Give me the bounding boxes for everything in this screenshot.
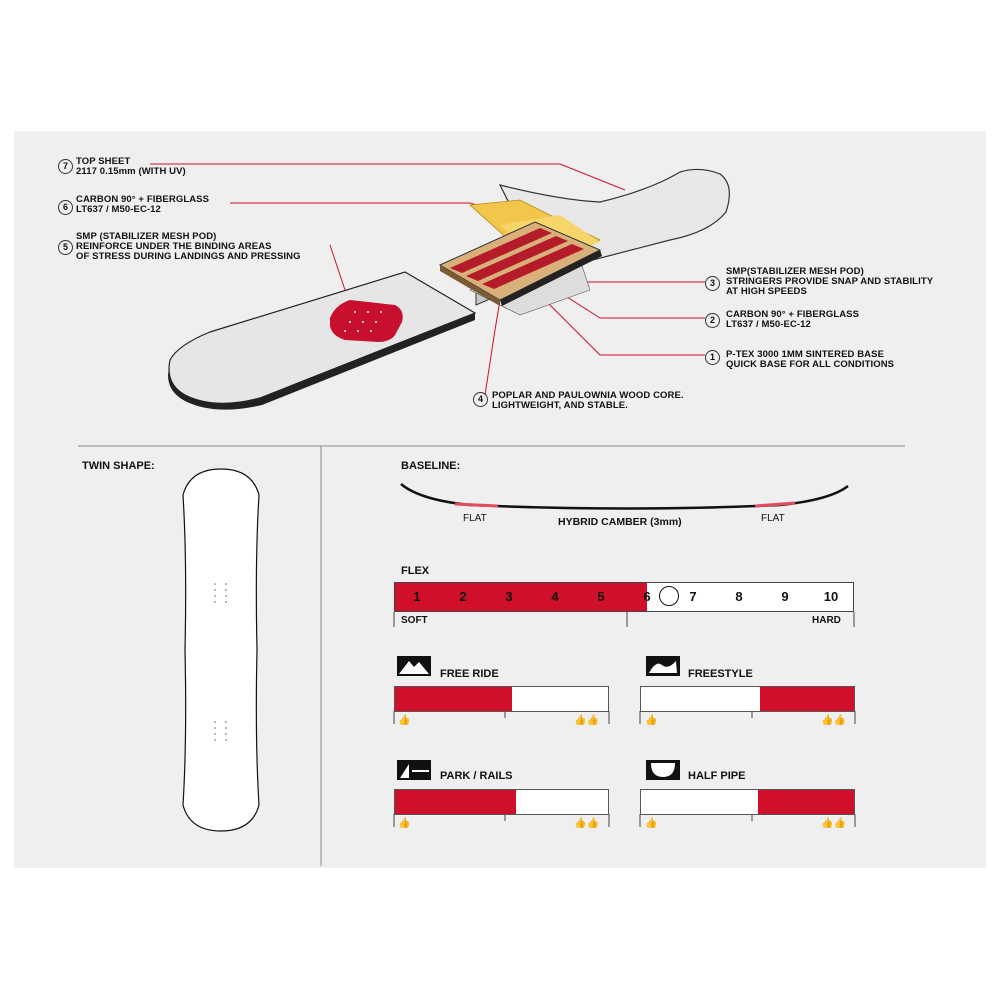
rating-park-rails-bar: [394, 789, 609, 815]
rating-park-rails-label: PARK / RAILS: [440, 770, 513, 782]
rating-free-ride-bar: [394, 686, 609, 712]
flex-4: 4: [551, 589, 559, 604]
rating-freestyle-bar: [640, 686, 855, 712]
flex-6: 6: [643, 589, 651, 604]
layer-3-number: 3: [705, 276, 720, 291]
flex-10: 10: [823, 589, 839, 604]
rating-freestyle-label: FREESTYLE: [688, 668, 753, 680]
thumb-up-icon: 👍: [398, 715, 411, 726]
flex-1: 1: [413, 589, 421, 604]
layer-2-number: 2: [705, 313, 720, 328]
baseline-profile-label: HYBRID CAMBER (3mm): [558, 516, 682, 528]
flex-9: 9: [781, 589, 789, 604]
double-thumb-up-icon: 👍👍: [821, 818, 846, 829]
layer-6-number: 6: [58, 200, 73, 215]
rating-freestyle-fill: [760, 687, 854, 711]
flex-scale: [394, 582, 854, 612]
double-thumb-up-icon: 👍👍: [574, 818, 599, 829]
layer-4-label: POPLAR AND PAULOWNIA WOOD CORE.LIGHTWEIG…: [492, 390, 684, 411]
layer-7-number: 7: [58, 159, 73, 174]
flex-2: 2: [459, 589, 467, 604]
layer-5-label: SMP (STABILIZER MESH POD)REINFORCE UNDER…: [76, 231, 301, 262]
layer-1-number: 1: [705, 350, 720, 365]
park-icon: [397, 760, 431, 780]
flex-soft-label: SOFT: [401, 615, 428, 626]
rating-free-ride-label: FREE RIDE: [440, 668, 499, 680]
rating-free-ride-fill: [395, 687, 513, 711]
flex-scale-numbers: 1 2 3 4 5 6 7 8 9 10: [394, 582, 854, 612]
flex-8: 8: [735, 589, 743, 604]
rating-half-pipe-label: HALF PIPE: [688, 770, 746, 782]
thumb-up-icon: 👍: [398, 818, 411, 829]
layer-3-label: SMP(STABILIZER MESH POD)STRINGERS PROVID…: [726, 266, 934, 297]
freestyle-icon: [646, 656, 680, 676]
rating-half-pipe-bar: [640, 789, 855, 815]
flex-5: 5: [597, 589, 605, 604]
mountain-icon: [397, 656, 431, 676]
layer-5-number: 5: [58, 240, 73, 255]
layer-4-number: 4: [473, 392, 488, 407]
rating-half-pipe-fill: [758, 790, 854, 814]
flex-hard-label: HARD: [812, 615, 841, 626]
baseline-flat-right: FLAT: [761, 513, 785, 524]
double-thumb-up-icon: 👍👍: [574, 715, 599, 726]
flex-title: FLEX: [401, 565, 430, 577]
twin-shape-title: TWIN SHAPE:: [82, 460, 155, 472]
flex-selected-circle: [659, 586, 679, 606]
rating-park-rails-fill: [395, 790, 517, 814]
halfpipe-icon: [646, 760, 680, 780]
thumb-up-icon: 👍: [645, 818, 658, 829]
thumb-up-icon: 👍: [645, 715, 658, 726]
flex-fill: [395, 583, 647, 611]
baseline-flat-left: FLAT: [463, 513, 487, 524]
flex-3: 3: [505, 589, 513, 604]
flex-7: 7: [689, 589, 697, 604]
double-thumb-up-icon: 👍👍: [821, 715, 846, 726]
baseline-title: BASELINE:: [401, 460, 461, 472]
